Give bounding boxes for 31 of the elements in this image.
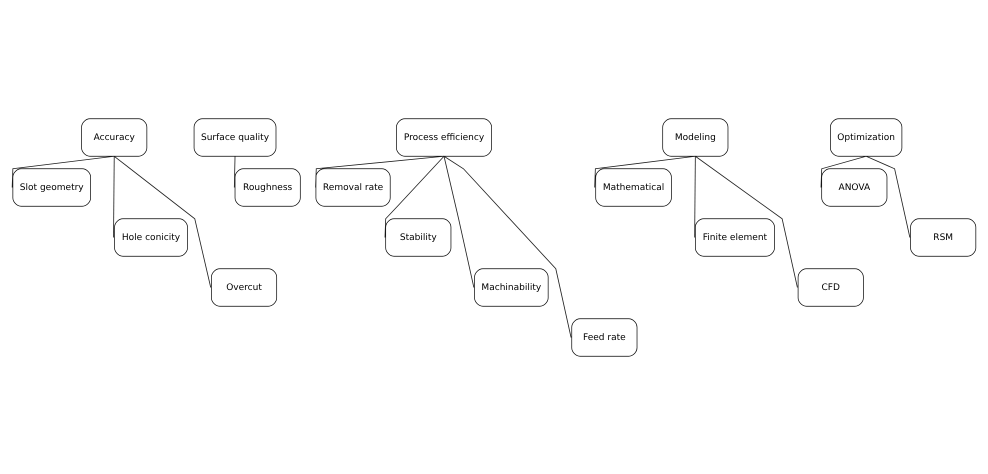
node-box: Machinability <box>474 268 548 306</box>
node-box: Hole conicity <box>114 218 188 256</box>
node-box: Mathematical <box>595 168 672 206</box>
node-box: ANOVA <box>821 168 888 206</box>
node-box: Feed rate <box>571 318 638 356</box>
node-box: Modeling <box>662 118 728 156</box>
node-box: Optimization <box>830 118 902 156</box>
node-box: RSM <box>910 218 976 256</box>
connector <box>444 155 572 338</box>
connector <box>234 155 236 188</box>
node-box: Finite element <box>695 218 775 256</box>
node-box: Process efficiency <box>396 118 492 156</box>
node-box: Overcut <box>211 268 278 306</box>
node-box: Slot geometry <box>12 168 91 206</box>
node-box: Removal rate <box>316 168 391 206</box>
connector <box>114 155 212 288</box>
connector <box>694 155 798 288</box>
node-box: Accuracy <box>81 118 148 156</box>
connector <box>315 155 444 188</box>
node-box: Roughness <box>234 168 301 206</box>
connector <box>113 155 115 238</box>
node-box: Surface quality <box>194 118 276 156</box>
connector <box>444 155 474 288</box>
connector <box>384 155 444 238</box>
connector <box>594 155 696 188</box>
connector <box>694 155 696 238</box>
node-box: Stability <box>385 218 452 256</box>
connector <box>820 155 867 188</box>
node-box: CFD <box>798 268 864 306</box>
connector <box>12 155 115 188</box>
connector <box>866 155 910 238</box>
